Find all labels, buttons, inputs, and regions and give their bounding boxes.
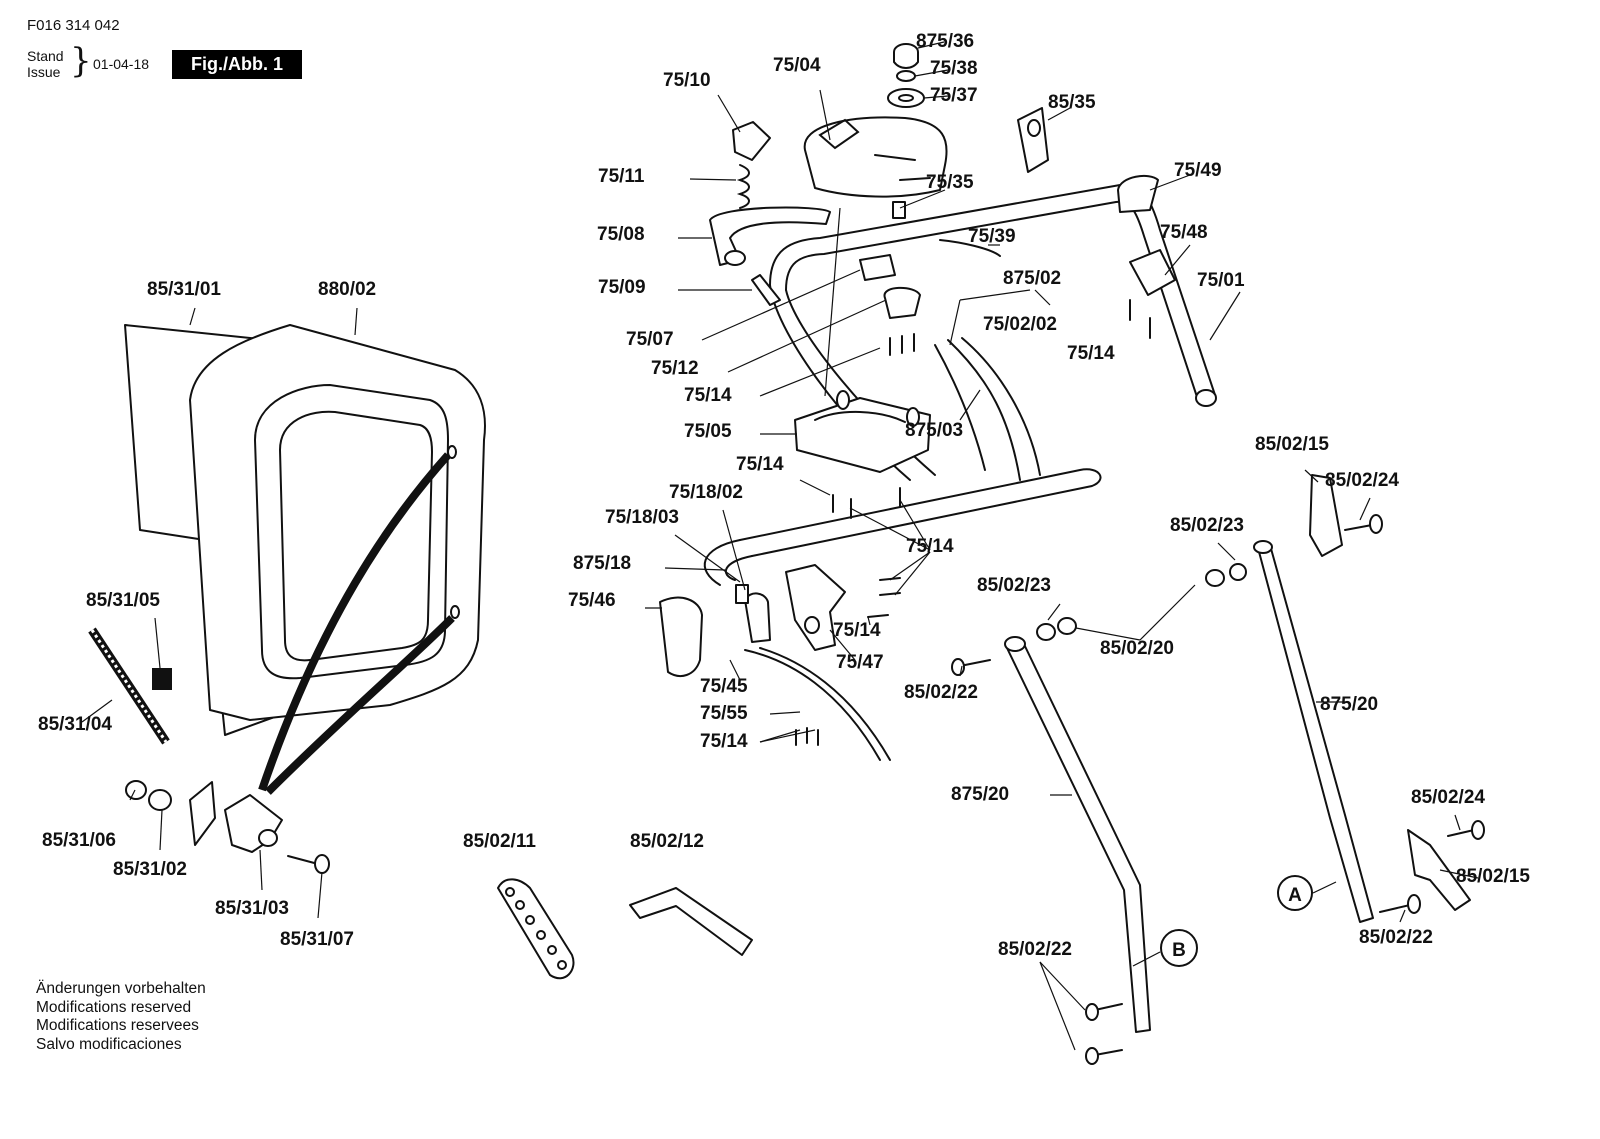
marker-b-label: B xyxy=(1172,940,1186,961)
label-85-31-02: 85/31/02 xyxy=(113,859,187,880)
label-85-31-01: 85/31/01 xyxy=(147,279,221,300)
label-85-02-24-a: 85/02/24 xyxy=(1325,470,1399,491)
stand-label: Stand xyxy=(27,48,64,64)
label-75-12: 75/12 xyxy=(651,358,699,379)
label-875-02: 875/02 xyxy=(1003,268,1061,289)
grass-box-small-parts xyxy=(88,627,330,874)
label-875-18: 875/18 xyxy=(573,553,631,574)
label-880-02: 880/02 xyxy=(318,279,376,300)
brace-glyph: } xyxy=(70,41,92,81)
label-75-14-a: 75/14 xyxy=(1067,343,1115,364)
label-75-38: 75/38 xyxy=(930,58,978,79)
small-parts-top xyxy=(709,43,1176,319)
label-85-02-22-b: 85/02/22 xyxy=(1359,927,1433,948)
label-75-10: 75/10 xyxy=(663,70,711,91)
switch-housing xyxy=(794,390,931,473)
modification-notes: Änderungen vorbehalten Modifications res… xyxy=(36,980,206,1054)
note-de: Änderungen vorbehalten xyxy=(36,980,206,997)
label-85-02-15-b: 85/02/15 xyxy=(1456,866,1530,887)
label-875-36: 875/36 xyxy=(916,31,974,52)
lower-cross-tube xyxy=(703,468,1102,586)
label-85-02-22-c: 85/02/22 xyxy=(998,939,1072,960)
issue-date: 01-04-18 xyxy=(93,56,150,72)
label-75-47: 75/47 xyxy=(836,652,884,673)
label-85-02-15-a: 85/02/15 xyxy=(1255,434,1329,455)
label-85-02-12: 85/02/12 xyxy=(630,831,704,852)
label-75-18-02: 75/18/02 xyxy=(669,482,743,503)
marker-b: B xyxy=(1160,929,1198,967)
label-75-48: 75/48 xyxy=(1160,222,1208,243)
label-75-14-b: 75/14 xyxy=(684,385,732,406)
label-75-02-02: 75/02/02 xyxy=(983,314,1057,335)
label-75-05: 75/05 xyxy=(684,421,732,442)
leader-lines xyxy=(81,41,1479,1051)
label-75-07: 75/07 xyxy=(626,329,674,350)
label-75-04: 75/04 xyxy=(773,55,821,76)
figure-label: Fig./Abb. 1 xyxy=(172,50,302,79)
label-875-20-a: 875/20 xyxy=(1320,694,1378,715)
grass-box xyxy=(124,324,486,795)
label-85-35: 85/35 xyxy=(1048,92,1096,113)
label-75-11: 75/11 xyxy=(598,166,645,187)
cables xyxy=(744,337,1041,761)
label-85-02-20: 85/02/20 xyxy=(1100,638,1174,659)
label-875-03: 875/03 xyxy=(905,420,963,441)
label-75-14-e: 75/14 xyxy=(833,620,881,641)
note-fr: Modifications reservees xyxy=(36,1017,199,1034)
label-85-02-24-b: 85/02/24 xyxy=(1411,787,1485,808)
part-labels: 875/36 75/38 75/37 75/04 75/10 85/35 75/… xyxy=(38,31,1530,960)
label-85-02-11: 85/02/11 xyxy=(463,831,536,852)
document-code: F016 314 042 xyxy=(27,17,120,34)
tools xyxy=(497,878,753,980)
label-75-09: 75/09 xyxy=(598,277,646,298)
label-75-39: 75/39 xyxy=(968,226,1016,247)
issue-label: Issue xyxy=(27,64,61,80)
label-85-31-03: 85/31/03 xyxy=(215,898,289,919)
label-75-46: 75/46 xyxy=(568,590,616,611)
label-85-31-05: 85/31/05 xyxy=(86,590,160,611)
label-85-02-23-b: 85/02/23 xyxy=(977,575,1051,596)
label-75-55: 75/55 xyxy=(700,703,748,724)
lever-and-brackets xyxy=(659,564,846,677)
label-85-02-23-a: 85/02/23 xyxy=(1170,515,1244,536)
label-75-01: 75/01 xyxy=(1197,270,1245,291)
label-75-14-c: 75/14 xyxy=(736,454,784,475)
label-85-02-22-a: 85/02/22 xyxy=(904,682,978,703)
label-85-31-07: 85/31/07 xyxy=(280,929,354,950)
label-75-18-03: 75/18/03 xyxy=(605,507,679,528)
label-75-08: 75/08 xyxy=(597,224,645,245)
note-es: Salvo modificaciones xyxy=(36,1035,182,1053)
stand-issue-labels: Stand Issue xyxy=(27,48,64,80)
marker-a: A xyxy=(1277,875,1313,911)
label-75-37: 75/37 xyxy=(930,85,978,106)
label-75-45: 75/45 xyxy=(700,676,748,697)
label-75-49: 75/49 xyxy=(1174,160,1222,181)
switch-cover xyxy=(803,116,948,198)
side-tubes xyxy=(951,474,1485,1065)
label-85-31-04: 85/31/04 xyxy=(38,714,112,735)
label-875-20-b: 875/20 xyxy=(951,784,1009,805)
note-en: Modifications reserved xyxy=(36,998,192,1016)
label-75-35: 75/35 xyxy=(926,172,974,193)
label-85-31-06: 85/31/06 xyxy=(42,830,116,851)
label-75-14-f: 75/14 xyxy=(700,731,748,752)
label-75-14-d: 75/14 xyxy=(906,536,954,557)
marker-a-label: A xyxy=(1288,885,1302,906)
